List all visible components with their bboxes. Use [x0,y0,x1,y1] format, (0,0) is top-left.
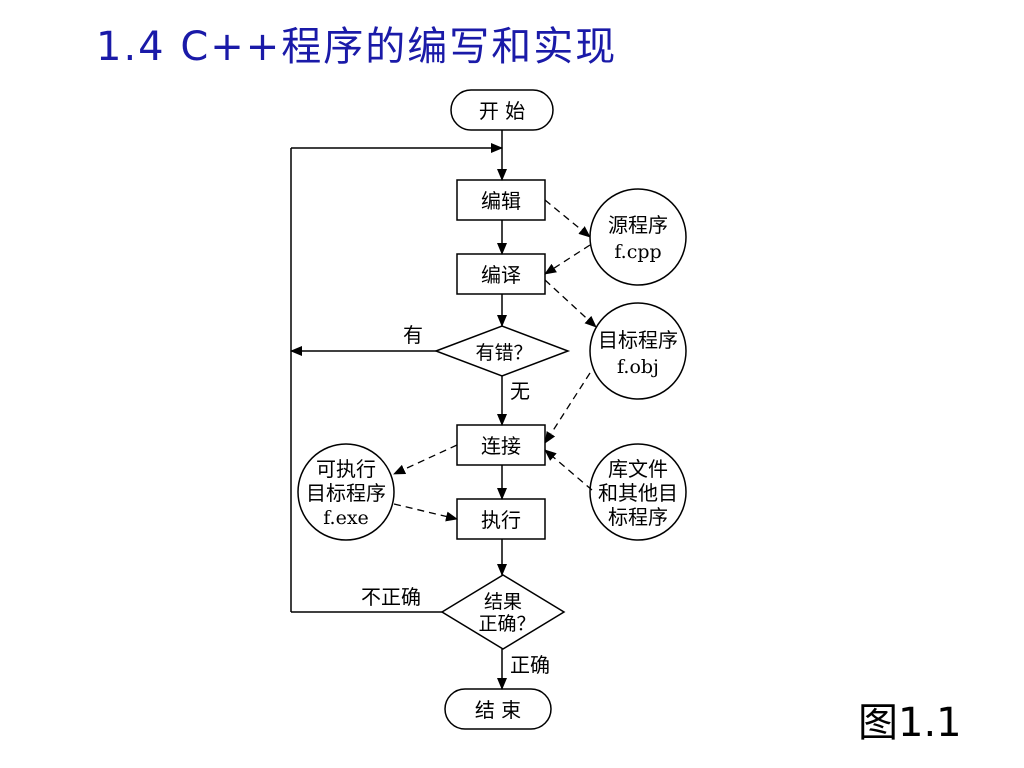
end-label: 结 束 [475,698,521,722]
result-decision: 结果 正确？ [440,574,566,650]
has-error-label: 有错？ [475,342,532,364]
source-label-line1: 源程序 [608,213,668,237]
dashed-edit-to-source [544,199,591,238]
executable-circle: 可执行 目标程序 f.exe [297,443,395,541]
edge-label-no: 无 [510,379,530,403]
exe-label-line1: 可执行 [316,457,376,481]
exe-label-line3: f.exe [323,507,369,529]
figure-label-number: 1.1 [898,700,962,746]
source-program-circle: 源程序 f.cpp [589,188,687,286]
compile-box: 编译 [456,253,546,295]
edge-label-correct: 正确 [510,653,550,677]
object-program-circle: 目标程序 f.obj [589,302,687,400]
source-label-line2: f.cpp [614,241,661,263]
edit-box: 编辑 [456,179,546,221]
lib-label-line2: 和其他目 [598,481,678,505]
dashed-library-to-link [544,449,593,491]
result-label-line1: 结果 [484,591,522,613]
compile-label: 编译 [481,263,521,287]
dashed-source-to-compile [544,244,591,275]
object-label-line1: 目标程序 [598,328,678,352]
execute-box: 执行 [456,498,546,540]
figure-label: 图1.1 [858,690,962,748]
object-label-line2: f.obj [617,356,659,378]
link-label: 连接 [481,434,521,458]
start-label: 开 始 [479,99,525,123]
library-circle: 库文件 和其他目 标程序 [589,443,687,541]
link-box: 连接 [456,424,546,466]
edge-label-yes: 有 [403,323,423,347]
dashed-object-to-link [544,372,591,444]
lib-label-line3: 标程序 [608,505,668,529]
lib-label-line1: 库文件 [608,457,668,481]
execute-label: 执行 [481,508,521,532]
figure-label-prefix: 图 [858,700,898,746]
exe-label-line2: 目标程序 [306,481,386,505]
end-terminal: 结 束 [444,688,552,730]
edit-label: 编辑 [481,189,521,213]
slide-title: 1.4 C++程序的编写和实现 [96,24,618,70]
dashed-link-to-executable [393,444,458,475]
dashed-compile-to-object [544,279,597,328]
has-error-decision: 有错？ [433,325,571,377]
result-label-line2: 正确？ [478,613,535,635]
start-terminal: 开 始 [450,89,554,131]
dashed-executable-to-execute [393,503,458,522]
edge-label-incorrect: 不正确 [361,585,421,609]
